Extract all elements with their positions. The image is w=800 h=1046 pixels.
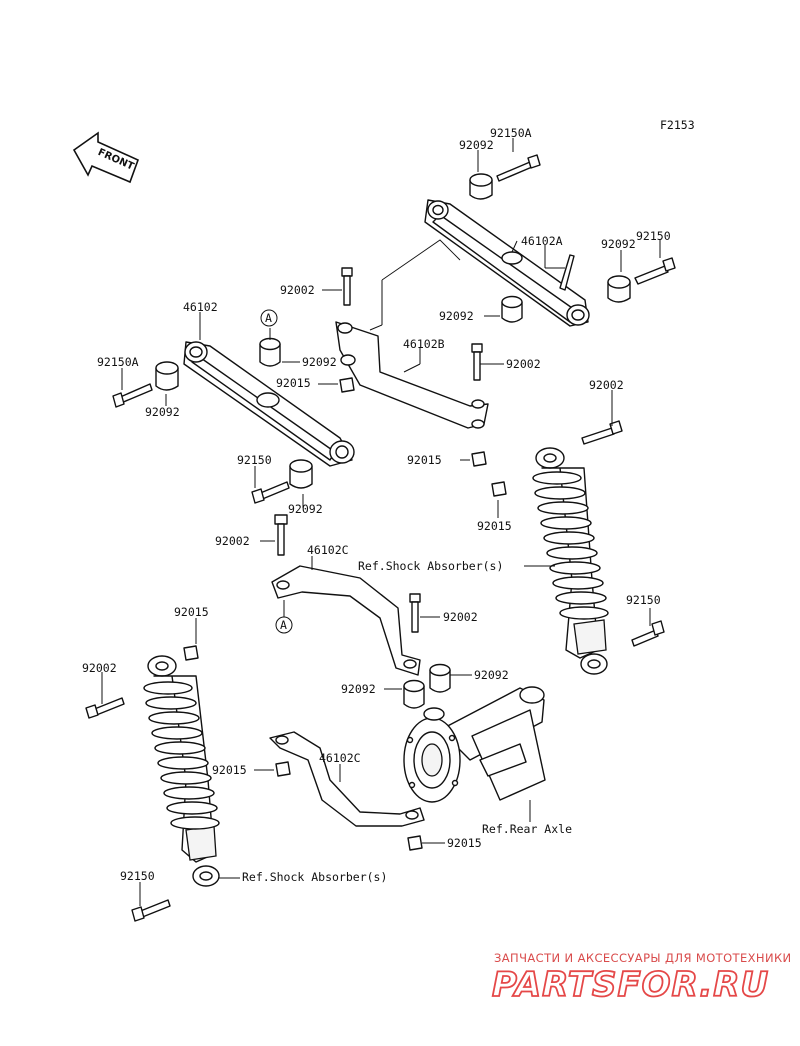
bushing-top-92092 bbox=[469, 173, 493, 200]
part-label: 92092 bbox=[474, 668, 509, 682]
part-label: 92092 bbox=[341, 682, 376, 696]
bushing-lower-92092 bbox=[289, 459, 313, 489]
callout-a-lower-label: A bbox=[280, 618, 287, 632]
part-label: 92002 bbox=[443, 610, 478, 624]
callout-a-upper-label: A bbox=[265, 311, 272, 325]
bushing-left-92092 bbox=[155, 361, 179, 391]
shock-spring-left bbox=[143, 681, 220, 830]
arm-46102a bbox=[424, 199, 590, 327]
part-label: 92150 bbox=[636, 229, 671, 243]
part-label: 92150 bbox=[120, 869, 155, 883]
bolt-92150-left-bottom bbox=[131, 899, 171, 922]
part-label: 92092 bbox=[459, 138, 494, 152]
part-label: 92015 bbox=[212, 763, 247, 777]
bolt-92002-shock-top bbox=[581, 420, 623, 445]
part-label: 92015 bbox=[477, 519, 512, 533]
leader-lines bbox=[101, 138, 661, 906]
shock-absorber-left bbox=[147, 655, 220, 887]
bolt-92002-mid bbox=[471, 343, 483, 381]
watermark-tagline: ЗАПЧАСТИ И АКСЕССУАРЫ ДЛЯ МОТОТЕХНИКИ bbox=[494, 951, 792, 965]
nut-92015-h bbox=[407, 835, 423, 851]
figure-code: F2153 bbox=[660, 118, 695, 132]
shock-spring-right bbox=[532, 471, 609, 620]
nut-92015-left bbox=[183, 645, 199, 661]
bushing-mid-92092 bbox=[501, 295, 523, 323]
part-label: 92015 bbox=[447, 836, 482, 850]
bracket-46102c-lower bbox=[269, 731, 425, 827]
part-label: 46102 bbox=[183, 300, 218, 314]
nut-92015-mid bbox=[339, 377, 355, 393]
part-label: 46102C bbox=[307, 543, 349, 557]
part-label: 92002 bbox=[82, 661, 117, 675]
bracket-46102c-upper bbox=[271, 565, 421, 676]
bolt-92150a-left bbox=[112, 383, 153, 408]
part-label: 92002 bbox=[215, 534, 250, 548]
bolt-92002-left bbox=[85, 697, 125, 719]
nut-92015-right bbox=[471, 451, 487, 467]
bolt-92150-lower bbox=[251, 481, 290, 504]
watermark-brand: PARTSFOR.RU bbox=[492, 965, 769, 1005]
bolt-92150a-top bbox=[496, 154, 541, 182]
part-label: 92150 bbox=[237, 453, 272, 467]
part-label: 92092 bbox=[601, 237, 636, 251]
watermark-logo: ЗАПЧАСТИ И АКСЕССУАРЫ ДЛЯ МОТОТЕХНИКИ PA… bbox=[491, 951, 792, 1006]
part-label: 46102B bbox=[403, 337, 445, 351]
part-label: 92150 bbox=[626, 593, 661, 607]
part-label: 92092 bbox=[302, 355, 337, 369]
part-label: 92015 bbox=[276, 376, 311, 390]
bolt-92150-right bbox=[634, 257, 676, 285]
part-label: 92092 bbox=[145, 405, 180, 419]
rear-axle-housing bbox=[403, 686, 546, 803]
part-label: 92002 bbox=[589, 378, 624, 392]
part-label: 92002 bbox=[280, 283, 315, 297]
bolt-92002-upper bbox=[341, 267, 353, 306]
bolt-92002-c bbox=[274, 514, 288, 556]
part-labels: 92150A 92092 46102A 92092 92150 92092 92… bbox=[82, 126, 671, 883]
part-label: 92002 bbox=[506, 357, 541, 371]
front-arrow-icon: FRONT bbox=[72, 131, 140, 184]
part-label: 46102C bbox=[319, 751, 361, 765]
bracket-46102b bbox=[335, 321, 489, 429]
part-label: 92092 bbox=[288, 502, 323, 516]
nut-92015-g bbox=[275, 761, 291, 777]
ref-shock-absorber-left: Ref.Shock Absorber(s) bbox=[242, 870, 387, 884]
arm-46102 bbox=[183, 341, 355, 467]
part-label: 92150A bbox=[97, 355, 139, 369]
ref-shock-absorber-right: Ref.Shock Absorber(s) bbox=[358, 559, 503, 573]
part-label: 46102A bbox=[521, 234, 563, 248]
part-label: 92150A bbox=[490, 126, 532, 140]
bolt-92150-shock-bottom bbox=[631, 620, 665, 647]
ref-rear-axle: Ref.Rear Axle bbox=[482, 822, 572, 836]
callout-a-lower: A bbox=[275, 600, 293, 634]
bushing-right-92092 bbox=[607, 275, 631, 303]
part-label: 92092 bbox=[439, 309, 474, 323]
part-label: 92015 bbox=[407, 453, 442, 467]
bushing-92092-e bbox=[429, 663, 451, 693]
nut-92015-shock bbox=[491, 481, 507, 497]
callout-a-upper: A bbox=[260, 309, 278, 327]
bushing-92092-f bbox=[403, 679, 425, 709]
bushing-upper-92092 bbox=[259, 337, 281, 367]
part-label: 92015 bbox=[174, 605, 209, 619]
bolt-92002-d bbox=[409, 593, 421, 633]
